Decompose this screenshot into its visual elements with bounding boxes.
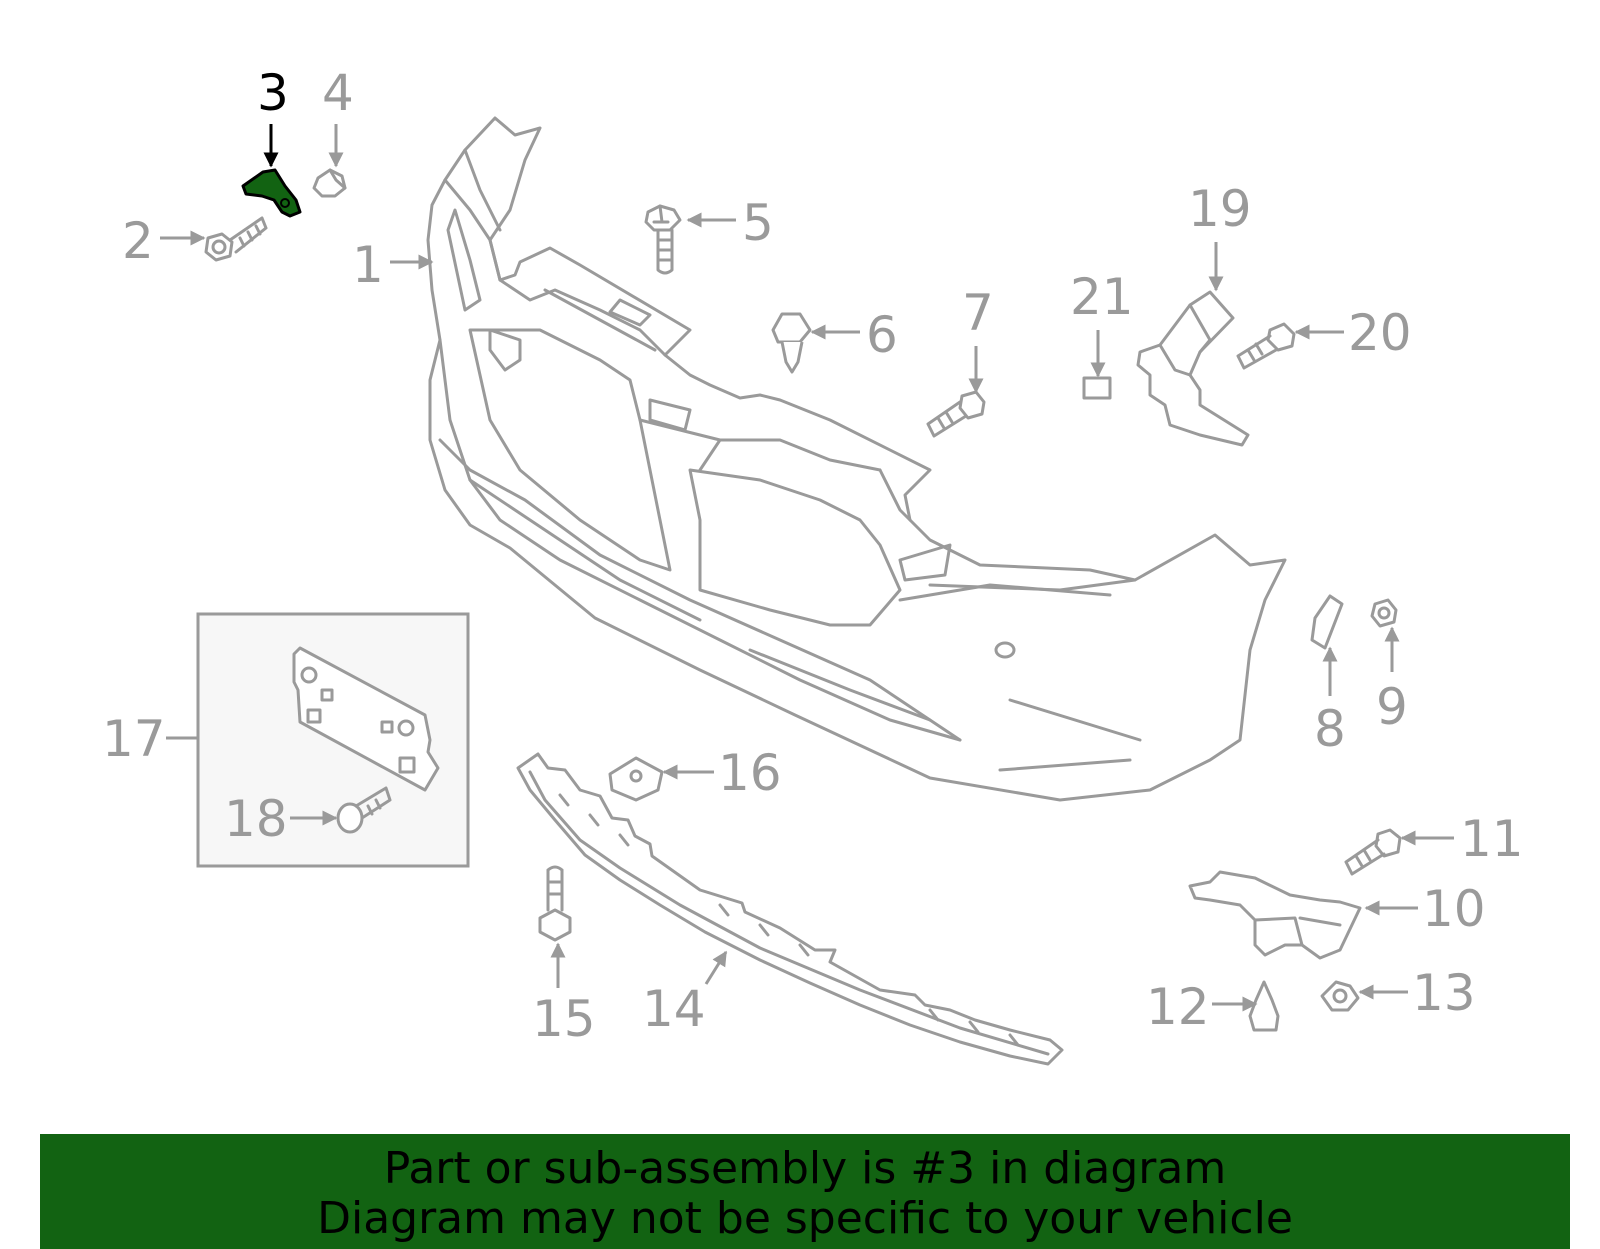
leader-lines (160, 124, 1454, 1012)
callout-1: 1 (352, 236, 384, 294)
callout-5: 5 (742, 194, 774, 252)
callout-labels: 3 4 2 1 5 6 7 19 21 20 8 9 17 18 16 11 1… (102, 64, 1524, 1048)
nut-part-9 (1370, 598, 1398, 628)
callout-20: 20 (1348, 304, 1412, 362)
callout-8: 8 (1314, 700, 1346, 758)
bolt-part-2 (204, 216, 268, 262)
callout-3: 3 (257, 64, 289, 122)
callout-21: 21 (1070, 268, 1134, 326)
strip-part-8 (1310, 594, 1344, 650)
bolt-part-11 (1344, 828, 1402, 876)
pad-part-21 (1082, 376, 1112, 400)
callout-10: 10 (1422, 880, 1486, 938)
callout-15: 15 (532, 990, 596, 1048)
bracket-part-10 (1188, 870, 1362, 960)
push-pin-part-12 (1248, 980, 1280, 1032)
callout-7: 7 (962, 284, 994, 342)
screw-part-18 (336, 786, 392, 834)
clip-part-4 (312, 168, 347, 198)
callout-11: 11 (1460, 810, 1524, 868)
stud-part-15 (538, 865, 572, 942)
callout-4: 4 (322, 64, 354, 122)
clip-nut-part-16 (608, 756, 664, 802)
callout-19: 19 (1188, 180, 1252, 238)
callout-6: 6 (866, 306, 898, 364)
banner-line-2: Diagram may not be specific to your vehi… (317, 1193, 1293, 1244)
info-banner: Part or sub-assembly is #3 in diagram Di… (40, 1134, 1570, 1249)
bolt-part-20 (1236, 322, 1296, 370)
bumper-cover (426, 116, 1287, 802)
callout-16: 16 (718, 744, 782, 802)
side-bracket-part-19 (1136, 290, 1250, 447)
callout-13: 13 (1412, 964, 1476, 1022)
lower-strip-part-14 (516, 752, 1064, 1066)
callout-17: 17 (102, 710, 166, 768)
callout-12: 12 (1146, 978, 1210, 1036)
banner-line-1: Part or sub-assembly is #3 in diagram (383, 1143, 1227, 1194)
callout-14: 14 (642, 980, 706, 1038)
bolt-part-5 (644, 204, 682, 275)
callout-18: 18 (224, 790, 288, 848)
push-pin-part-6 (771, 312, 812, 374)
bracket-part-3-highlighted (241, 168, 302, 218)
bolt-part-7 (926, 390, 986, 438)
callout-2: 2 (122, 212, 154, 270)
nut-part-13 (1320, 980, 1360, 1012)
callout-9: 9 (1376, 678, 1408, 736)
